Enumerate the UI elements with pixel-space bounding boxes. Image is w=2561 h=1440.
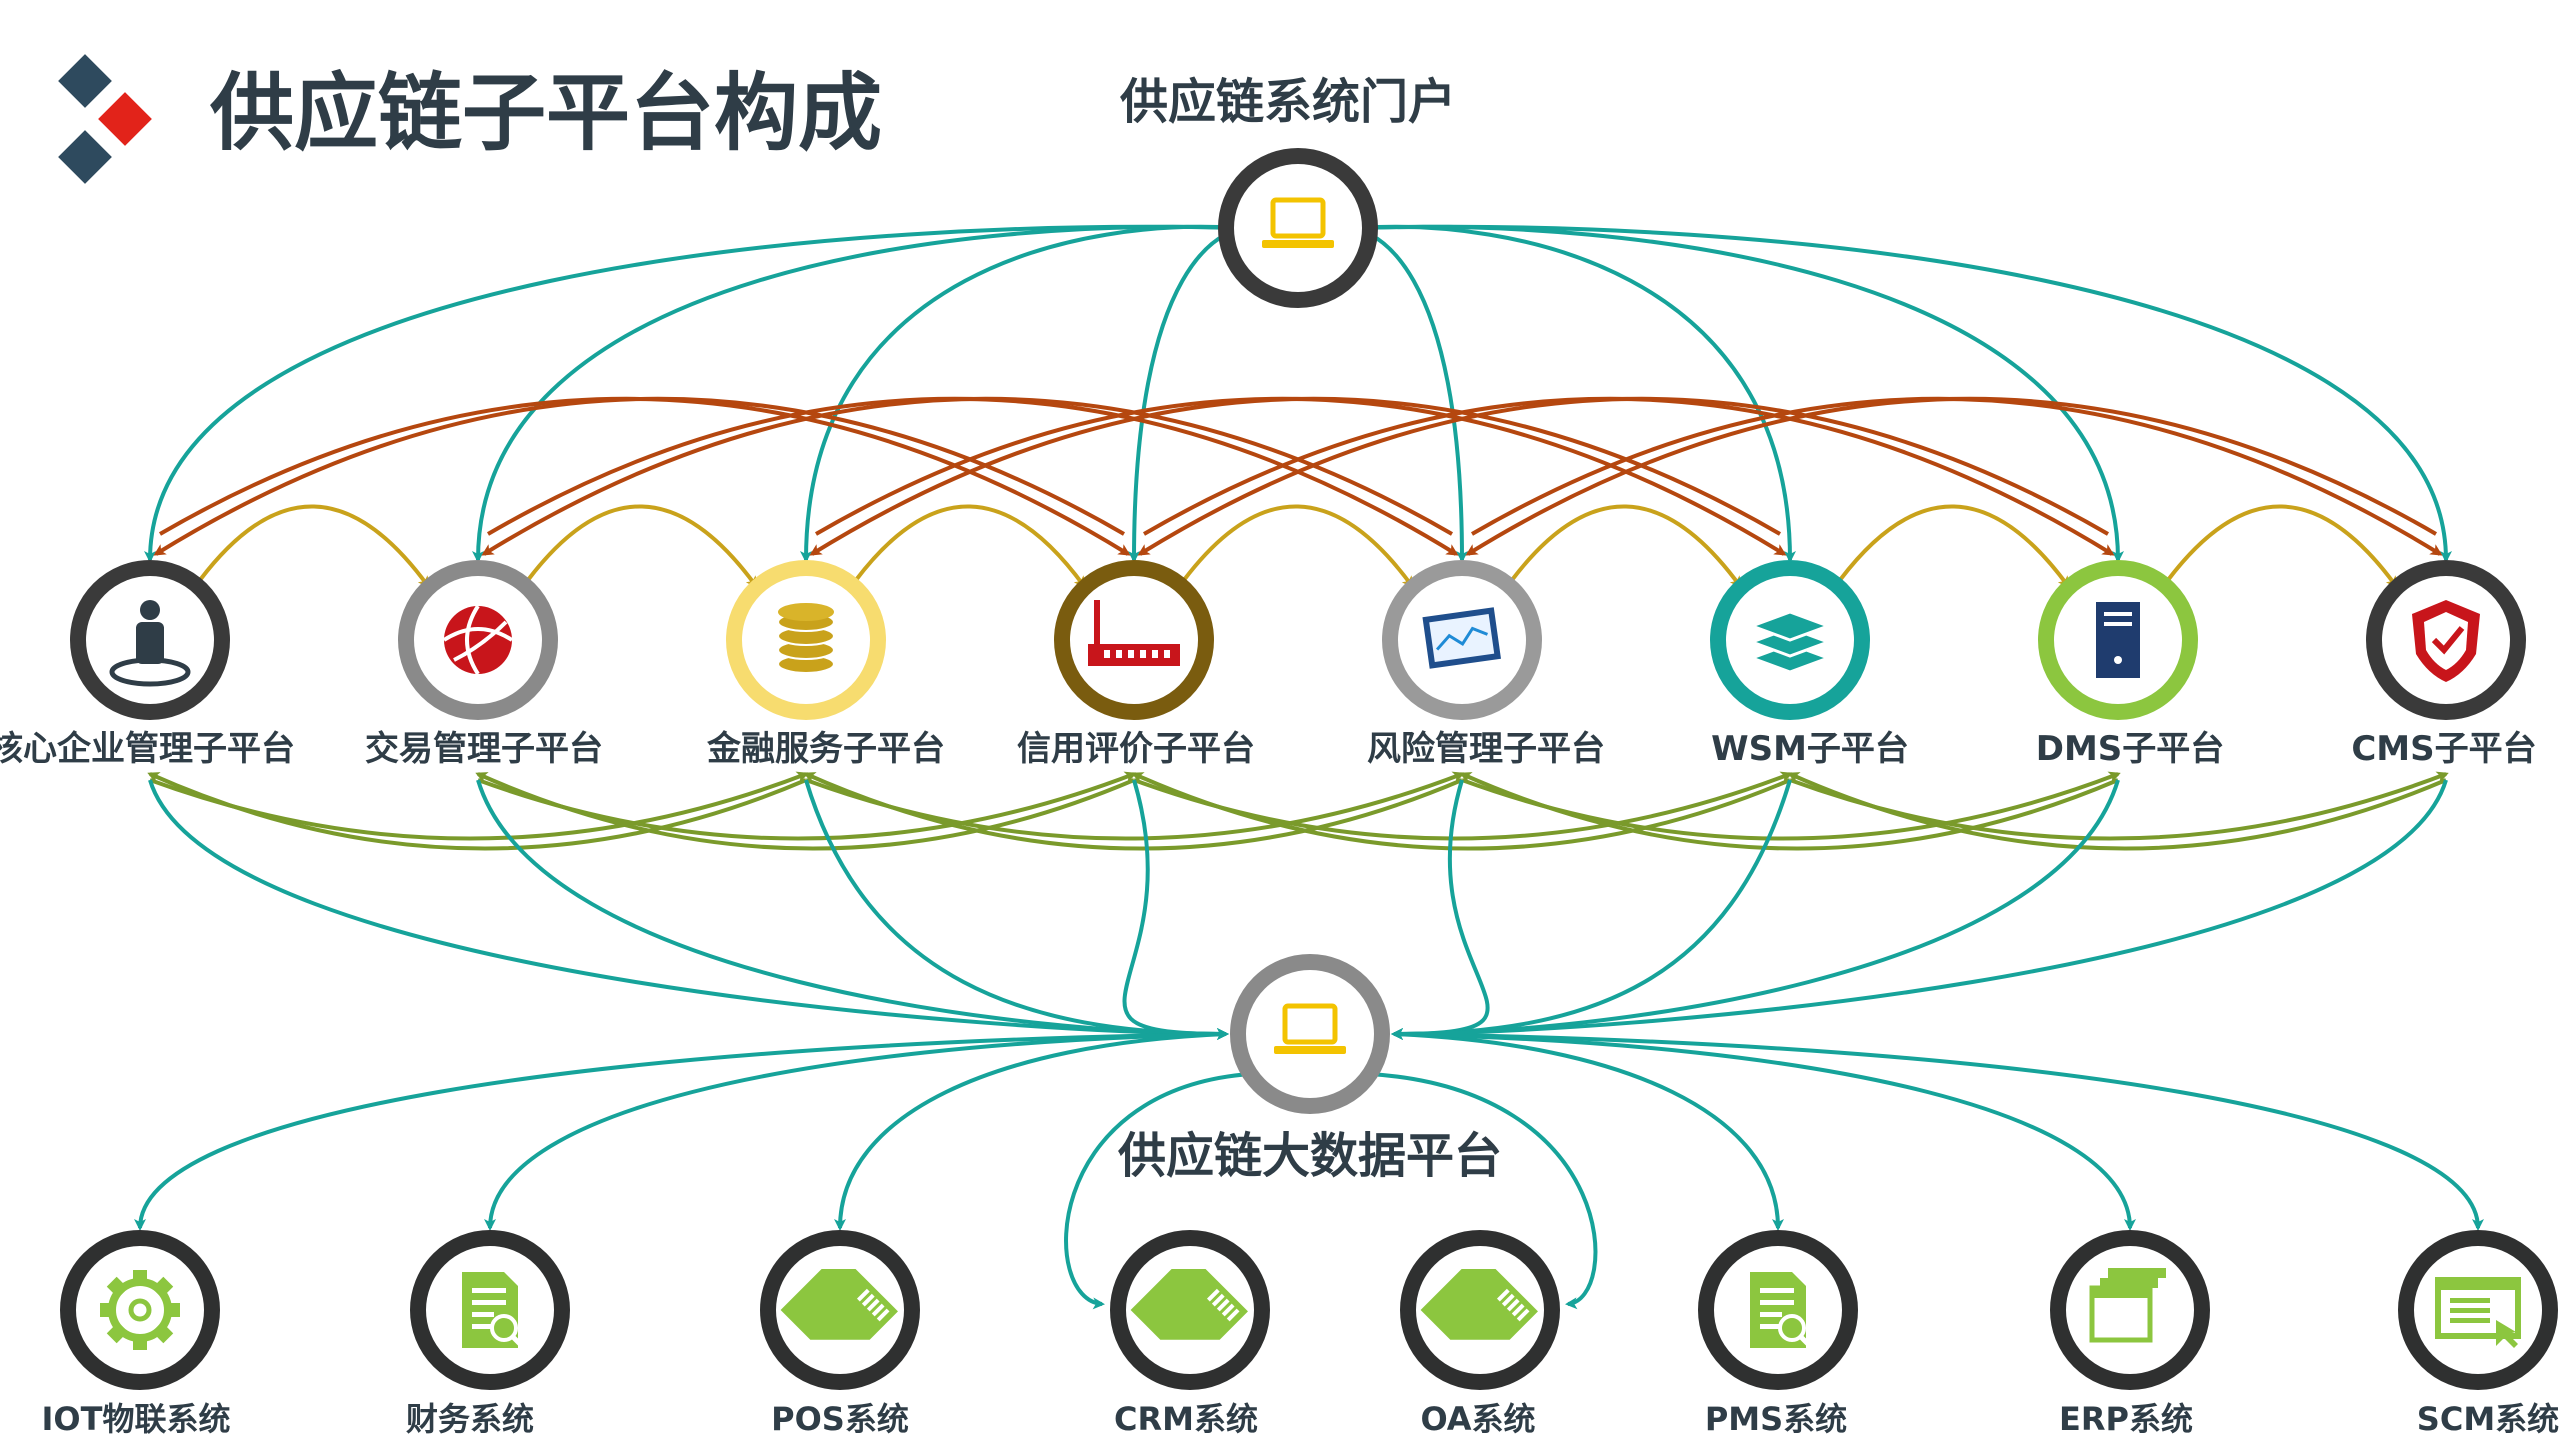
system-node[interactable]: [1110, 1230, 1270, 1390]
adjacent-links: [198, 504, 2398, 589]
bigdata-node[interactable]: [1230, 954, 1390, 1114]
system-node[interactable]: [2050, 1230, 2210, 1390]
adjacent-link: [1182, 504, 1414, 589]
sd-card-icon: [1130, 1268, 1248, 1340]
bigdata-link: [148, 779, 1229, 1040]
subplatform-label: DMS子平台: [2036, 729, 2225, 769]
cross-link: [1787, 772, 2447, 851]
subplatform-label: 金融服务子平台: [706, 729, 945, 769]
system-link: [834, 1032, 1227, 1231]
document-search-icon: [462, 1272, 526, 1350]
credit-link: [1465, 396, 2438, 556]
subplatform-label: 信用评价子平台: [1017, 729, 1255, 769]
cross-links: [147, 771, 2449, 851]
system-label: ERP系统: [2059, 1400, 2193, 1438]
portal-link: [800, 224, 1239, 563]
subplatform-label: 核心企业管理子平台: [0, 729, 295, 769]
bigdata-label: 供应链大数据平台: [1118, 1128, 1502, 1184]
cross-link: [803, 772, 1463, 851]
bigdata-link: [1122, 779, 1229, 1040]
bigdata-link: [804, 779, 1229, 1040]
subplatform-node[interactable]: [398, 560, 558, 720]
system-node[interactable]: [1698, 1230, 1858, 1390]
system-node[interactable]: [1400, 1230, 1560, 1390]
portal-link: [1357, 224, 2452, 563]
system-label: POS系统: [771, 1400, 909, 1438]
bigdata-link: [1391, 779, 2448, 1040]
system-links: [134, 1032, 2484, 1310]
laptop-icon: [1274, 1003, 1346, 1054]
adjacent-link: [1838, 504, 2070, 589]
system-label: PMS系统: [1705, 1400, 1847, 1438]
portal-links: [144, 224, 2452, 563]
page-title: 供应链子平台构成: [210, 64, 882, 162]
system-link: [1393, 1032, 2136, 1231]
system-node[interactable]: [410, 1230, 570, 1390]
person-icon: [109, 600, 191, 687]
adjacent-link: [854, 504, 1086, 589]
cross-link: [475, 772, 1135, 851]
portal-link: [144, 224, 1239, 563]
router-icon: [1088, 600, 1180, 666]
subplatform-label: 风险管理子平台: [1367, 729, 1605, 769]
subplatform-node[interactable]: [1382, 560, 1542, 720]
portal-link: [1357, 224, 1796, 563]
chart-icon: [1422, 607, 1501, 669]
document-search-icon: [1750, 1272, 1814, 1350]
windows-icon: [2089, 1268, 2166, 1343]
gear-icon: [100, 1270, 180, 1350]
adjacent-link: [198, 504, 430, 589]
globe-icon: [442, 604, 514, 676]
subplatform-node[interactable]: [70, 560, 230, 720]
system-link: [1393, 1032, 1784, 1231]
system-label: CRM系统: [1114, 1400, 1258, 1438]
subplatform-label: 交易管理子平台: [365, 729, 603, 769]
form-icon: [2435, 1277, 2521, 1348]
bigdata-link: [1391, 779, 1490, 1040]
laptop-icon: [1262, 197, 1334, 248]
database-icon: [777, 603, 835, 674]
adjacent-link: [526, 504, 758, 589]
system-node[interactable]: [60, 1230, 220, 1390]
credit-links: [153, 396, 2443, 556]
cross-link: [1131, 772, 1791, 851]
system-node[interactable]: [2398, 1230, 2558, 1390]
portal-node[interactable]: [1218, 148, 1378, 308]
server-icon: [2096, 602, 2140, 678]
logo-icon: [58, 54, 152, 184]
subplatform-node[interactable]: [726, 560, 886, 720]
system-link: [484, 1032, 1227, 1231]
system-label: OA系统: [1420, 1400, 1535, 1438]
portal-label: 供应链系统门户: [1120, 74, 1456, 130]
subplatform-label: WSM子平台: [1711, 729, 1909, 769]
subplatform-node[interactable]: [1054, 560, 1214, 720]
subplatform-node[interactable]: [2366, 560, 2526, 720]
shield-icon: [2412, 600, 2480, 682]
system-label: SCM系统: [2417, 1400, 2559, 1438]
system-link: [1393, 1032, 2484, 1231]
bigdata-links: [148, 779, 2448, 1040]
adjacent-link: [2166, 504, 2398, 589]
layers-icon: [1747, 610, 1833, 674]
cross-link: [147, 772, 807, 851]
bigdata-link: [476, 779, 1229, 1040]
cross-link: [1459, 772, 2119, 851]
subplatform-label: CMS子平台: [2351, 729, 2536, 769]
subplatform-node[interactable]: [2038, 560, 2198, 720]
sd-card-icon: [1420, 1268, 1538, 1340]
system-link: [134, 1032, 1227, 1231]
credit-link: [1137, 396, 2110, 556]
subplatform-node[interactable]: [1710, 560, 1870, 720]
system-label: 财务系统: [406, 1400, 534, 1438]
system-node[interactable]: [760, 1230, 920, 1390]
portal-link: [472, 224, 1239, 563]
system-link: [1064, 1072, 1251, 1310]
system-link: [1369, 1072, 1598, 1310]
system-label: IOT物联系统: [42, 1400, 231, 1438]
adjacent-link: [1510, 504, 1742, 589]
sd-card-icon: [780, 1268, 898, 1340]
